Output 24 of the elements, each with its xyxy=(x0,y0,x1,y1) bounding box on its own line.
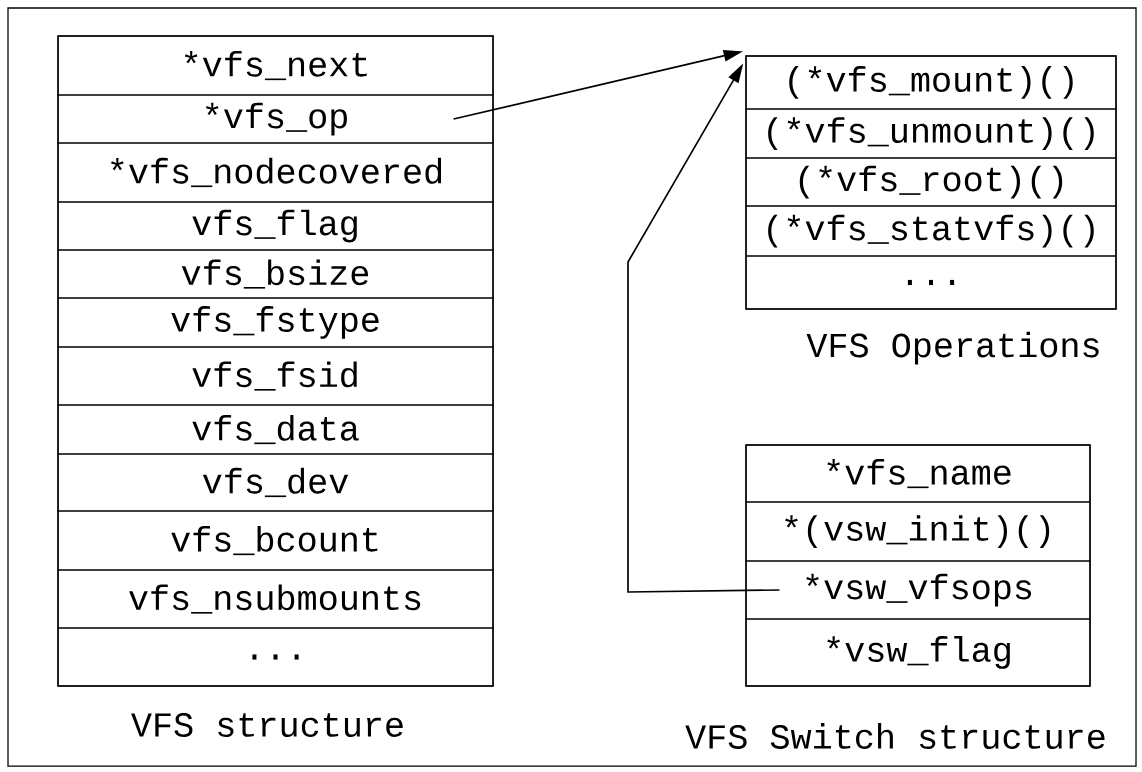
table-row: (*vfs_unmount)() xyxy=(745,108,1117,159)
table-row: *vfs_name xyxy=(745,444,1091,503)
table-row: vfs_nsubmounts xyxy=(57,569,494,629)
table-row: vfs_data xyxy=(57,404,494,455)
table-row: vfs_fstype xyxy=(57,297,494,348)
table-row: vfs_fsid xyxy=(57,346,494,406)
table-row: vfs_bsize xyxy=(57,249,494,299)
node-label: VFS structure xyxy=(131,713,403,737)
table-row: (*vfs_root)() xyxy=(745,157,1117,207)
table-row: (*vfs_mount)() xyxy=(745,55,1117,110)
table-row: *vfs_next xyxy=(57,35,494,96)
table-row: ... xyxy=(57,627,494,687)
table-row: *vsw_vfsops xyxy=(745,560,1091,620)
table-row: vfs_bcount xyxy=(57,510,494,571)
table-row: *vfs_nodecovered xyxy=(57,142,494,203)
table-row: ... xyxy=(745,255,1117,310)
table-row: vfs_dev xyxy=(57,453,494,512)
table-row: *vfs_op xyxy=(57,94,494,144)
table-row: (*vfs_statvfs)() xyxy=(745,205,1117,257)
node-label: VFS Switch structure xyxy=(685,723,1105,749)
table-row: *(vsw_init)() xyxy=(745,501,1091,562)
table-row: *vsw_flag xyxy=(745,618,1091,687)
table-row: vfs_flag xyxy=(57,201,494,251)
node-label: VFS Operations xyxy=(806,331,1099,365)
